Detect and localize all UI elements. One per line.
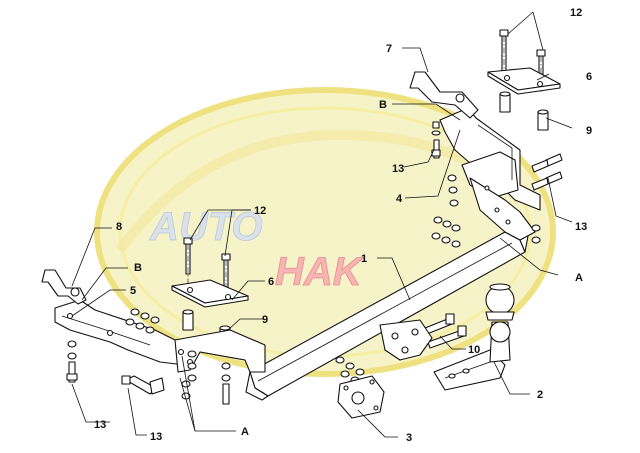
label-b-left: B (134, 262, 142, 274)
label-8: 8 (116, 221, 122, 233)
tow-ball-part-2 (433, 283, 515, 391)
plate-part-6-top (487, 67, 561, 95)
bolts-part-13-right-lower (531, 153, 563, 191)
label-2: 2 (537, 389, 543, 401)
bolts-part-13-right-upper (431, 121, 441, 159)
plate-part-6-left (171, 279, 249, 308)
bolts-part-13-left (66, 340, 165, 395)
label-a-left: A (241, 426, 249, 438)
label-13-right-lower: 13 (575, 221, 587, 233)
watermark-text-hak: HAK (275, 250, 365, 294)
socket-plate-part-3 (337, 375, 385, 419)
label-13-right-upper: 13 (392, 163, 404, 175)
label-6-top: 6 (586, 71, 592, 83)
label-7: 7 (386, 43, 392, 55)
label-9-left: 9 (262, 314, 268, 326)
label-4: 4 (396, 193, 403, 205)
bracket-part-8 (41, 269, 87, 305)
label-1: 1 (361, 253, 367, 265)
label-13-left-1: 13 (94, 419, 106, 431)
label-12-top: 12 (570, 7, 582, 19)
leader-lines (71, 11, 573, 438)
right-side-bracket (439, 107, 541, 241)
ball-mount-bracket (335, 319, 433, 384)
fastener-stack-right (431, 174, 541, 248)
left-crossbar-bracket (174, 329, 266, 373)
part-labels: 12 6 9 7 B 13 4 13 A 1 12 6 9 8 B 5 13 1… (94, 7, 592, 444)
bracket-part-7 (409, 71, 479, 119)
label-13-left-2: 13 (150, 431, 162, 443)
label-12-left: 12 (254, 205, 266, 217)
label-10: 10 (468, 344, 480, 356)
label-b-right: B (379, 99, 387, 111)
label-9-top: 9 (586, 125, 592, 137)
spacers-part-9-top (499, 91, 549, 131)
label-a-right: A (575, 272, 583, 284)
bolts-part-12-left (183, 237, 231, 296)
fastener-stack-left (125, 308, 231, 405)
label-3: 3 (406, 432, 412, 444)
label-5: 5 (130, 285, 136, 297)
watermark-text-auto: AUTO (149, 205, 263, 249)
label-6-left: 6 (268, 276, 274, 288)
